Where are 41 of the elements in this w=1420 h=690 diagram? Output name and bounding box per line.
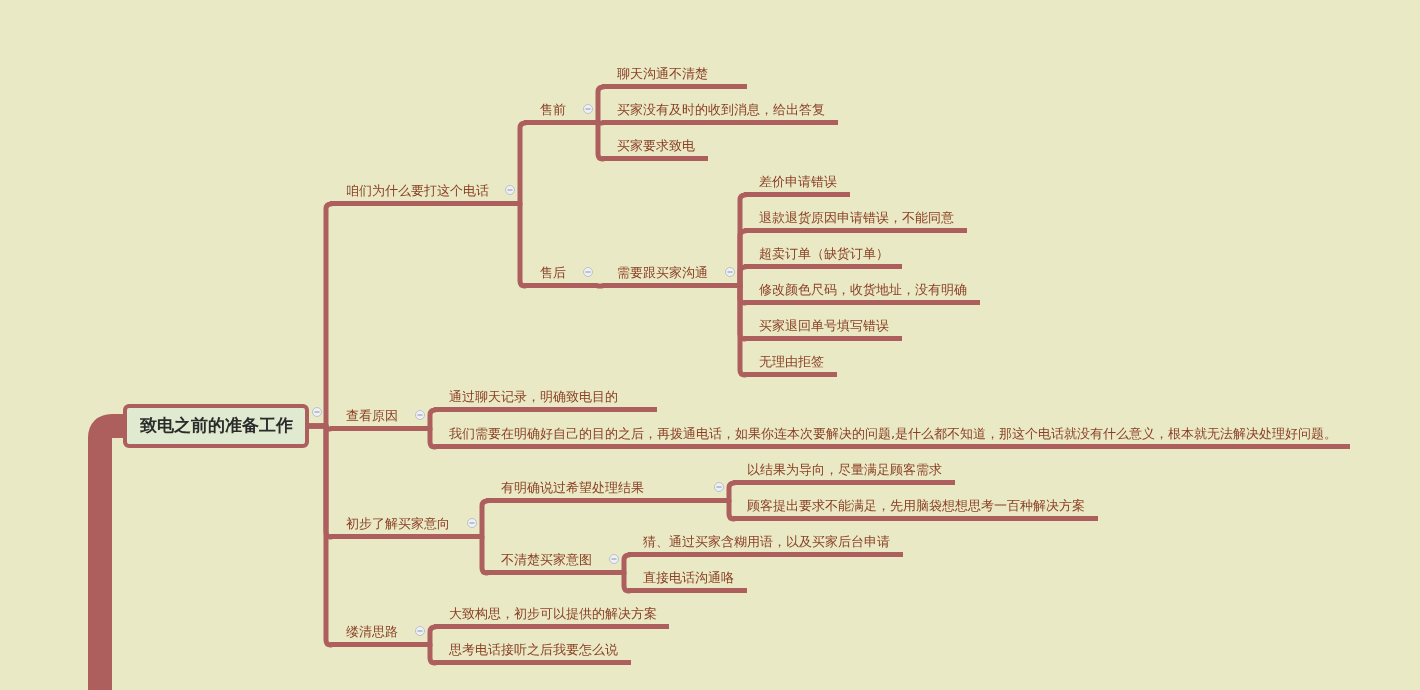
topic-text: 退款退货原因申请错误，不能同意 bbox=[759, 210, 954, 226]
topic-text: 直接电话沟通咯 bbox=[643, 570, 734, 586]
topic-text: 咱们为什么要打这个电话 bbox=[346, 183, 489, 199]
topic-text: 缕清思路 bbox=[346, 624, 398, 640]
topic-text: 通过聊天记录，明确致电目的 bbox=[449, 389, 618, 405]
topic-text: 不清楚买家意图 bbox=[501, 552, 592, 568]
branch-line bbox=[479, 498, 490, 540]
thick-branch-line bbox=[88, 414, 124, 690]
branch-line bbox=[427, 624, 438, 648]
topic-text: 初步了解买家意向 bbox=[346, 516, 450, 532]
topic-text: 查看原因 bbox=[346, 408, 398, 424]
branch-line bbox=[427, 642, 438, 666]
branch-line bbox=[595, 283, 605, 289]
topic-text: 买家没有及时的收到消息，给出答复 bbox=[617, 102, 825, 118]
branch-line bbox=[427, 407, 438, 432]
branch-line bbox=[517, 201, 528, 289]
topic-text: 聊天沟通不清楚 bbox=[617, 66, 708, 82]
topic-text: 买家要求致电 bbox=[617, 138, 695, 154]
branch-line bbox=[621, 570, 632, 594]
topic-text: 差价申请错误 bbox=[759, 174, 837, 190]
central-topic-box: 致电之前的准备工作 bbox=[123, 404, 309, 448]
topic-text: 售后 bbox=[540, 265, 566, 281]
topic-text: 买家退回单号填写错误 bbox=[759, 318, 889, 334]
branch-line bbox=[621, 552, 632, 576]
topic-text: 修改颜色尺码，收货地址，没有明确 bbox=[759, 282, 967, 298]
topic-text: 超卖订单（缺货订单） bbox=[759, 246, 889, 262]
branch-line bbox=[517, 120, 528, 207]
branch-line bbox=[479, 534, 490, 576]
topic-text: 无理由拒签 bbox=[759, 354, 824, 370]
topic-text: 顾客提出要求不能满足，先用脑袋想想思考一百种解决方案 bbox=[747, 498, 1085, 514]
topic-text: 猜、通过买家含糊用语，以及买家后台申请 bbox=[643, 534, 890, 550]
topic-text: 需要跟买家沟通 bbox=[617, 265, 708, 281]
branch-line bbox=[726, 498, 737, 522]
topic-text: 售前 bbox=[540, 102, 566, 118]
topic-text: 有明确说过希望处理结果 bbox=[501, 480, 644, 496]
topic-text: 以结果为导向，尽量满足顾客需求 bbox=[747, 462, 942, 478]
branch-line bbox=[726, 480, 737, 504]
topic-text: 我们需要在明确好自己的目的之后，再拨通电话，如果你连本次要解决的问题,是什么都不知道，那这个电话就没有什么意义，根本就无法解决处理好问题。 bbox=[449, 426, 1338, 442]
topic-text: 思考电话接听之后我要怎么说 bbox=[449, 642, 618, 658]
branch-line bbox=[427, 426, 438, 450]
topic-text: 大致构思，初步可以提供的解决方案 bbox=[449, 606, 657, 622]
